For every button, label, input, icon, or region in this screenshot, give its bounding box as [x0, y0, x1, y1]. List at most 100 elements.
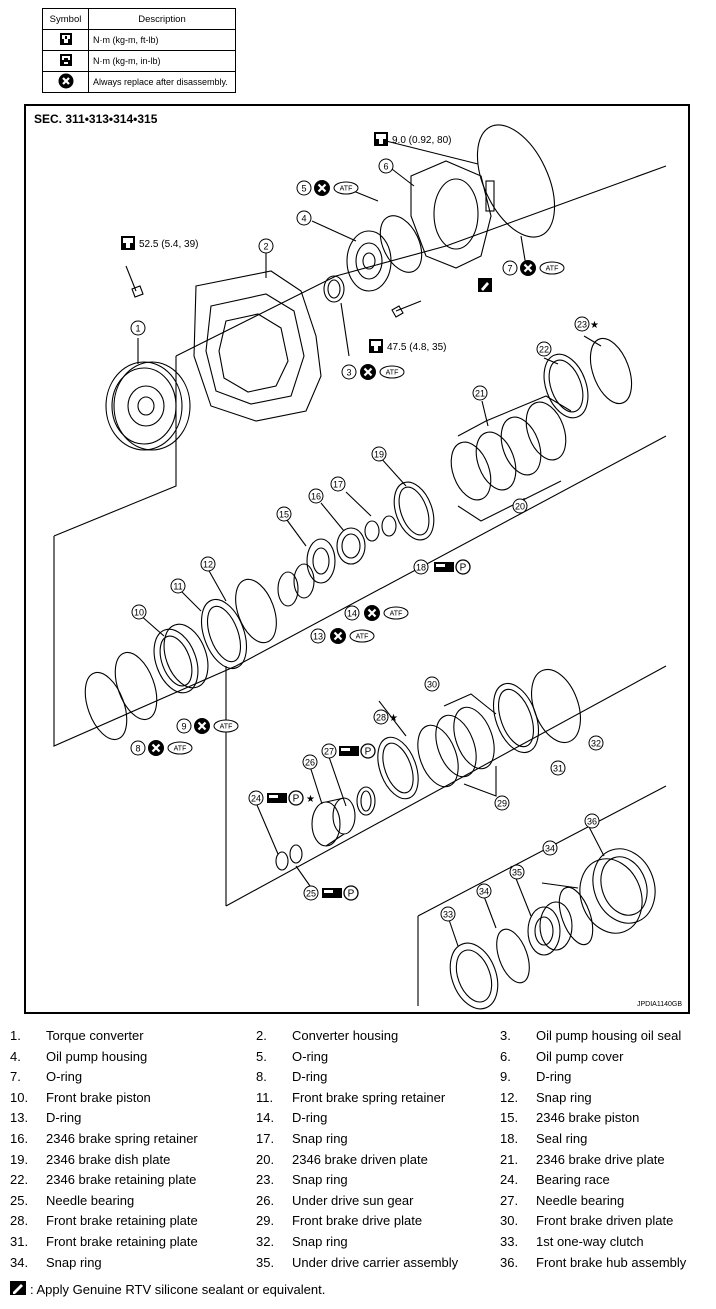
callout-27: 27: [321, 743, 337, 759]
part-name: Seal ring: [536, 1130, 588, 1146]
callout-10: 10: [131, 604, 147, 620]
part-item: 32.Snap ring: [256, 1234, 348, 1249]
part-number: 6.: [500, 1048, 511, 1064]
torque-wrench-inlb-icon: [42, 50, 89, 72]
svg-text:21: 21: [475, 389, 485, 399]
svg-text:32: 32: [591, 739, 601, 749]
part-name: 2346 brake spring retainer: [46, 1130, 198, 1146]
callout-16: 16: [308, 488, 324, 504]
petroleum-jelly-icon: [343, 885, 359, 901]
part-name: Oil pump housing oil seal: [536, 1028, 682, 1043]
part-number: 31.: [10, 1233, 29, 1249]
part-number: 24.: [500, 1172, 519, 1188]
part-item: 4.Oil pump housing: [10, 1049, 147, 1064]
part-name: D-ring: [292, 1069, 328, 1085]
petroleum-jelly-icon: [455, 559, 471, 575]
callout-14: 14: [344, 605, 360, 621]
part-number: 27.: [500, 1192, 519, 1208]
svg-text:5: 5: [301, 184, 306, 194]
part-item: 35.Under drive carrier assembly: [256, 1255, 458, 1270]
part-number: 11.: [256, 1089, 274, 1105]
legend-description: N·m (kg-m, ft-lb): [88, 29, 236, 51]
always-replace-icon: [362, 603, 382, 623]
part-number: 25.: [10, 1192, 29, 1208]
callout-21: 21: [472, 385, 488, 401]
svg-text:31: 31: [553, 764, 563, 774]
part-number: 16.: [10, 1130, 29, 1146]
svg-text:34: 34: [545, 844, 555, 854]
legend-description: Always replace after disassembly.: [88, 71, 236, 93]
part-item: 1.Torque converter: [10, 1028, 144, 1043]
always-replace-icon: [312, 178, 332, 198]
svg-text:20: 20: [515, 502, 525, 512]
part-name: 2346 brake driven plate: [292, 1151, 428, 1167]
always-replace-icon: [518, 258, 538, 278]
part-item: 25.Needle bearing: [10, 1193, 134, 1208]
part-number: 33.: [500, 1233, 519, 1249]
callout-5: 5: [296, 180, 312, 196]
svg-text:ATF: ATF: [356, 634, 369, 641]
part-number: 15.: [500, 1110, 519, 1126]
part-item: 12.Snap ring: [500, 1090, 592, 1105]
torque-wrench-icon: [42, 29, 89, 51]
part-item: 30.Front brake driven plate: [500, 1213, 673, 1228]
svg-text:ATF: ATF: [340, 186, 353, 193]
part-item: 5.O-ring: [256, 1049, 328, 1064]
part-number: 12.: [500, 1089, 519, 1105]
atf-mark: ATF: [349, 629, 375, 643]
part-item: 24.Bearing race: [500, 1172, 610, 1187]
part-item: 33. 1st one-way clutch: [500, 1234, 644, 1249]
sealant-pen-icon: [10, 1280, 28, 1299]
part-name: 1st one-way clutch: [536, 1233, 644, 1249]
part-item: 10.Front brake piston: [10, 1090, 151, 1105]
part-name: Oil pump housing: [46, 1048, 148, 1064]
part-number: 17.: [256, 1130, 275, 1146]
svg-text:29: 29: [497, 799, 507, 809]
svg-text:10: 10: [134, 608, 144, 618]
callout-33: 33: [440, 906, 456, 922]
grease-icon: [339, 746, 359, 756]
grease-icon: [434, 562, 454, 572]
part-item: 9.D-ring: [500, 1069, 571, 1084]
callout-3: 3: [341, 364, 357, 380]
part-item: 36.Front brake hub assembly: [500, 1255, 686, 1270]
callout-34: 34: [476, 883, 492, 899]
part-name: D-ring: [46, 1110, 82, 1126]
part-item: 20.2346 brake driven plate: [256, 1152, 428, 1167]
part-item: 8. D-ring: [256, 1069, 327, 1084]
svg-text:16: 16: [311, 492, 321, 502]
part-item: 18.Seal ring: [500, 1131, 587, 1146]
svg-text:2: 2: [263, 242, 268, 252]
torque-value-2: 52.5 (5.4, 39): [139, 239, 198, 250]
grease-icon: [267, 793, 287, 803]
part-item: 22.2346 brake retaining plate: [10, 1172, 196, 1187]
part-number: 36.: [500, 1254, 519, 1270]
callout-25: 25: [303, 885, 319, 901]
svg-text:34: 34: [479, 887, 489, 897]
part-name: Front brake driven plate: [536, 1213, 674, 1229]
part-number: 28.: [10, 1213, 29, 1229]
svg-text:28: 28: [376, 713, 386, 723]
part-name: Front brake drive plate: [292, 1213, 423, 1229]
callout-13: 13: [310, 628, 326, 644]
callout-26: 26: [302, 754, 318, 770]
svg-text:6: 6: [383, 162, 388, 172]
part-item: 19.2346 brake dish plate: [10, 1152, 170, 1167]
callout-28: 28: [373, 709, 389, 725]
part-number: 8.: [256, 1069, 267, 1085]
grease-icon: [322, 888, 342, 898]
svg-text:ATF: ATF: [220, 724, 233, 731]
svg-text:23: 23: [577, 320, 587, 330]
part-item: 13.D-ring: [10, 1110, 81, 1125]
svg-text:33: 33: [443, 910, 453, 920]
svg-text:7: 7: [507, 264, 512, 274]
part-name: Front brake spring retainer: [292, 1089, 446, 1105]
parts-row: 16. 2346 brake spring retainer 17.Snap rin…: [10, 1131, 710, 1152]
callout-19: 19: [371, 446, 387, 462]
callout-1: 1: [130, 320, 146, 336]
parts-row: 19.2346 brake dish plate 20.2346 brake dr…: [10, 1152, 710, 1173]
callout-9: 9: [176, 718, 192, 734]
part-item: 17.Snap ring: [256, 1131, 348, 1146]
